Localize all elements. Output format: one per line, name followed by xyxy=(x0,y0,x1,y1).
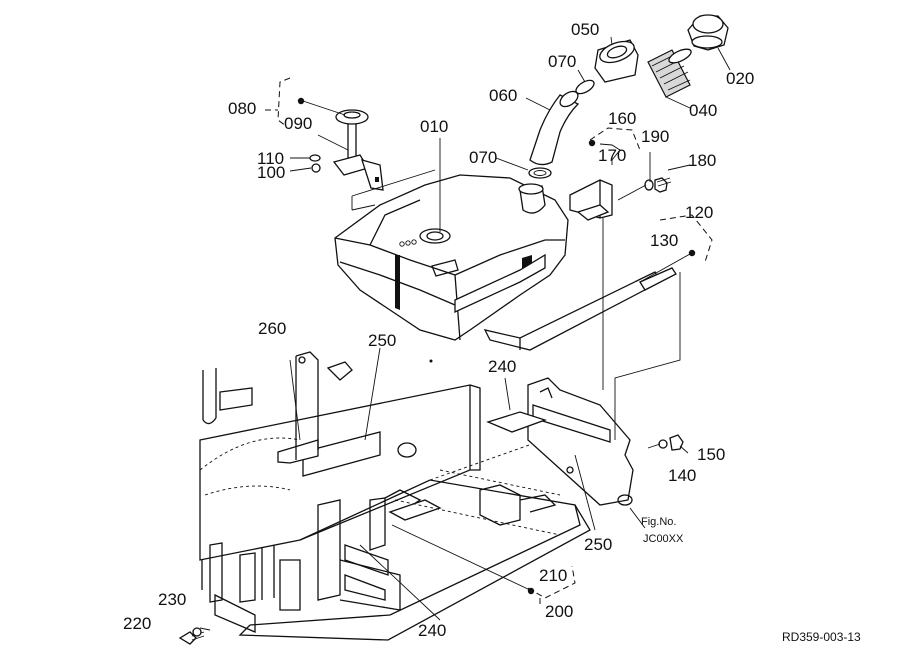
label-140: 140 xyxy=(668,466,696,485)
bracket-170 xyxy=(569,179,613,221)
drawing-reference-number: RD359-003-13 xyxy=(782,630,861,644)
label-080: 080 xyxy=(228,99,256,118)
label-150: 150 xyxy=(697,445,725,464)
label-070-lower: 070 xyxy=(469,148,497,167)
filler-ring xyxy=(594,39,639,83)
screw-washer-small xyxy=(309,154,321,173)
label-040: 040 xyxy=(689,101,717,120)
label-060: 060 xyxy=(489,86,517,105)
fig-no-value: JC00XX xyxy=(643,533,684,545)
label-160: 160 xyxy=(608,109,636,128)
bolt-140-150 xyxy=(658,434,684,451)
label-200: 200 xyxy=(545,602,573,621)
strainer xyxy=(647,48,692,98)
group-dots xyxy=(297,97,696,595)
label-210: 210 xyxy=(539,566,567,585)
label-240-lower: 240 xyxy=(418,621,446,640)
label-230: 230 xyxy=(158,590,186,609)
fuel-gauge-sender xyxy=(332,109,384,191)
label-180: 180 xyxy=(688,151,716,170)
leader-lines xyxy=(199,36,731,631)
fig-no-label: Fig.No. xyxy=(641,516,676,528)
label-110: 110 xyxy=(257,149,284,168)
fuel-tank xyxy=(334,174,569,341)
label-190: 190 xyxy=(641,127,669,146)
tank-strap xyxy=(483,267,677,351)
part-labels: 010 020 040 050 060 070 070 080 090 100 … xyxy=(123,20,754,640)
bolt-180-washer-190 xyxy=(644,177,672,193)
label-260: 260 xyxy=(258,319,286,338)
fuel-cap xyxy=(687,14,729,51)
label-220: 220 xyxy=(123,614,151,633)
label-170: 170 xyxy=(598,146,626,165)
label-120: 120 xyxy=(685,203,713,222)
filler-hose xyxy=(528,79,595,179)
label-100: 100 xyxy=(257,163,285,182)
bolt-220-230 xyxy=(178,627,205,645)
group-brackets xyxy=(265,77,713,608)
label-050: 050 xyxy=(571,20,599,39)
label-250-upper: 250 xyxy=(368,331,396,350)
label-070-upper: 070 xyxy=(548,52,576,71)
label-020: 020 xyxy=(726,69,754,88)
label-010: 010 xyxy=(420,117,448,136)
label-090: 090 xyxy=(284,114,312,133)
label-130: 130 xyxy=(650,231,678,250)
label-240-upper: 240 xyxy=(488,357,516,376)
frame-assembly xyxy=(199,351,634,641)
label-250-lower: 250 xyxy=(584,535,612,554)
figure-reference: Fig.No. JC00XX xyxy=(641,516,684,545)
